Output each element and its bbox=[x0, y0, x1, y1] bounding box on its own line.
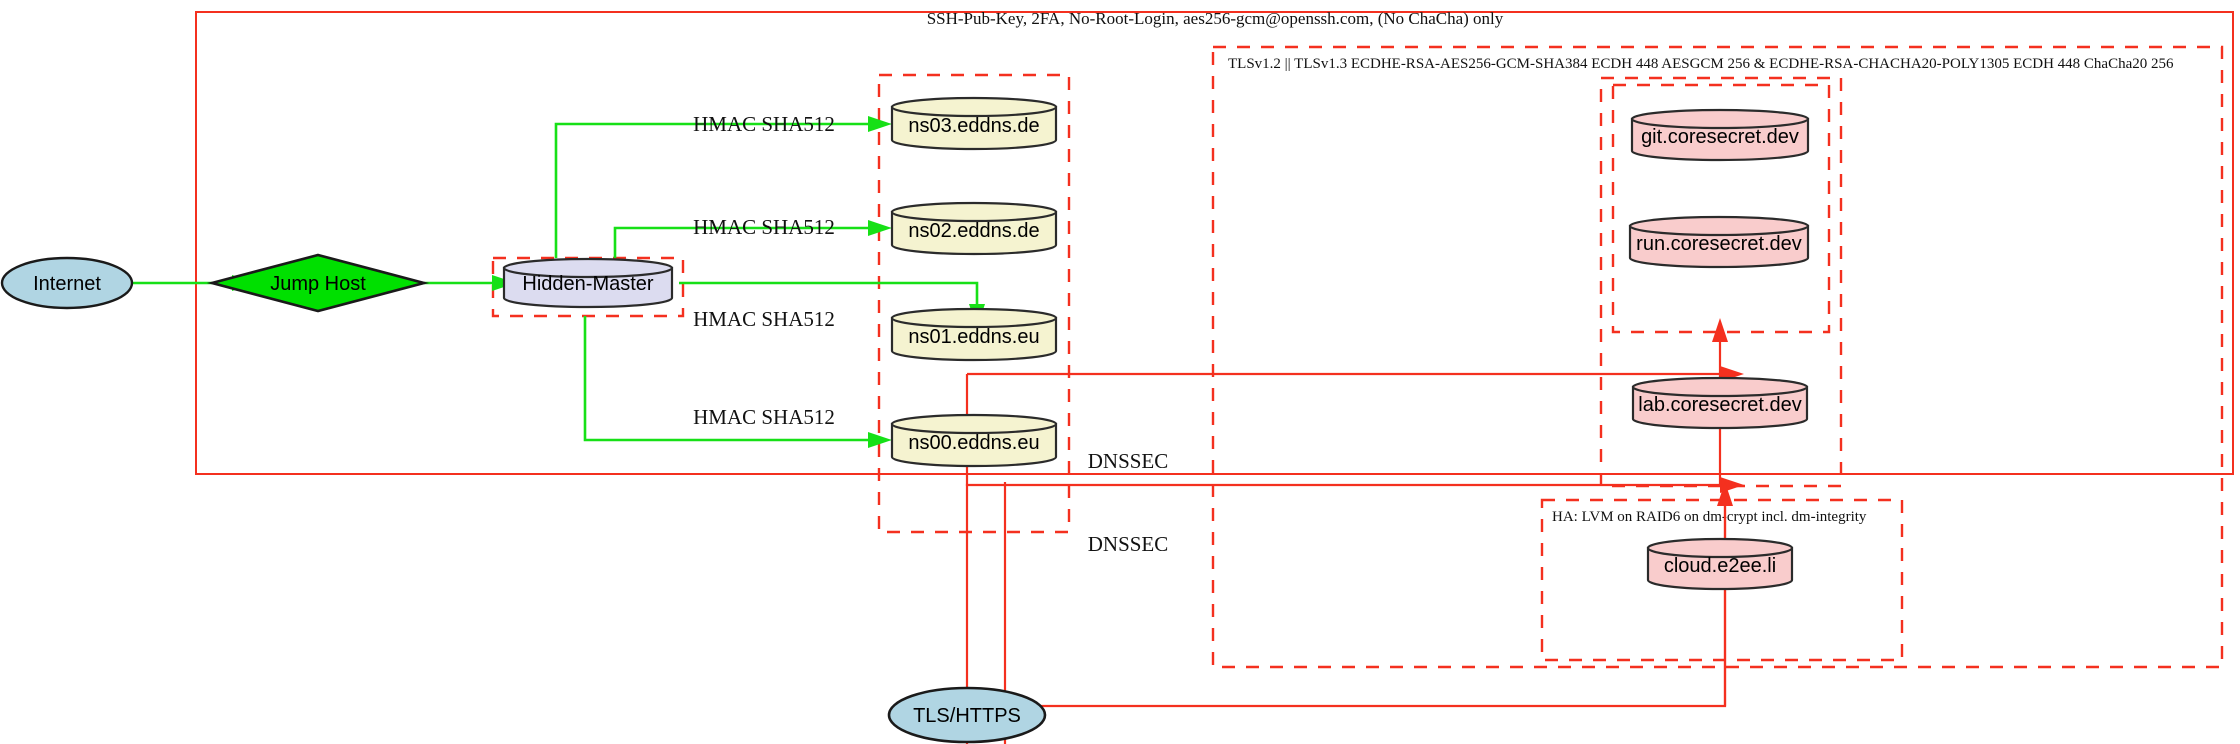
lab-label: lab.coresecret.dev bbox=[1638, 394, 1801, 416]
nameserver-boundary-box bbox=[877, 73, 1071, 534]
edge-master-ns02 bbox=[613, 226, 868, 258]
node-lab-coresecret[interactable]: lab.coresecret.dev bbox=[1631, 376, 1809, 430]
ns03-cylinder-top bbox=[890, 96, 1058, 118]
lab-cylinder-top bbox=[1631, 376, 1809, 398]
node-jumphost[interactable]: Jump Host bbox=[206, 253, 430, 313]
edge-master-ns03 bbox=[554, 122, 868, 258]
git-cylinder-top bbox=[1630, 108, 1810, 130]
ns03-cylinder-body bbox=[890, 105, 1058, 151]
coresecret-inner-boundary-box bbox=[1611, 83, 1831, 334]
internet-label: Internet bbox=[33, 273, 101, 295]
edge-label-dnssec-upper: DNSSEC bbox=[1088, 449, 1169, 473]
node-cloud-e2ee[interactable]: cloud.e2ee.li bbox=[1646, 537, 1794, 591]
ns01-cylinder-body bbox=[890, 316, 1058, 362]
jumphost-label: Jump Host bbox=[270, 273, 366, 295]
ns02-cylinder-top bbox=[890, 201, 1058, 223]
hidden-master-cylinder-top bbox=[502, 257, 674, 279]
arrowhead-into-ha bbox=[1717, 482, 1733, 506]
node-internet[interactable]: Internet bbox=[0, 256, 134, 310]
edge-label-hmac-ns00: HMAC SHA512 bbox=[693, 405, 835, 429]
ssh-boundary-box bbox=[195, 11, 2234, 475]
node-ns00[interactable]: ns00.eddns.eu bbox=[890, 413, 1058, 468]
run-cylinder-body bbox=[1628, 224, 1810, 269]
git-cylinder-body bbox=[1630, 117, 1810, 162]
internet-ellipse bbox=[0, 256, 134, 310]
node-ns03[interactable]: ns03.eddns.de bbox=[890, 96, 1058, 151]
ns01-label: ns01.eddns.eu bbox=[908, 326, 1039, 348]
ssh-boundary-label: SSH-Pub-Key, 2FA, No-Root-Login, aes256-… bbox=[927, 9, 1504, 28]
node-tls-https[interactable]: TLS/HTTPS bbox=[887, 686, 1047, 744]
edge-label-hmac-ns01: HMAC SHA512 bbox=[693, 307, 835, 331]
run-label: run.coresecret.dev bbox=[1636, 233, 1802, 255]
node-git-coresecret[interactable]: git.coresecret.dev bbox=[1630, 108, 1810, 162]
edge-label-hmac-ns02: HMAC SHA512 bbox=[693, 215, 835, 239]
arrowhead-master-ns02 bbox=[868, 220, 892, 236]
hidden-master-label: Hidden-Master bbox=[522, 273, 654, 295]
arrowhead-master-ns00 bbox=[868, 432, 892, 448]
ns00-cylinder-body bbox=[890, 422, 1058, 468]
node-hidden-master[interactable]: Hidden-Master bbox=[502, 257, 674, 309]
node-ns02[interactable]: ns02.eddns.de bbox=[890, 201, 1058, 256]
ns01-cylinder-top bbox=[890, 307, 1058, 329]
tlshttps-label: TLS/HTTPS bbox=[913, 705, 1021, 727]
tls-boundary-box bbox=[1211, 45, 2224, 669]
edge-label-hmac-ns03: HMAC SHA512 bbox=[693, 112, 835, 136]
ns02-label: ns02.eddns.de bbox=[908, 220, 1039, 242]
arrowhead-master-ns03 bbox=[868, 116, 892, 132]
cloud-cylinder-body bbox=[1646, 546, 1794, 591]
git-label: git.coresecret.dev bbox=[1641, 126, 1799, 148]
ns02-cylinder-body bbox=[890, 210, 1058, 256]
cloud-cylinder-top bbox=[1646, 537, 1794, 559]
arrowhead-into-coresecret bbox=[1712, 318, 1728, 342]
cloud-label: cloud.e2ee.li bbox=[1664, 555, 1776, 577]
edge-master-ns00 bbox=[583, 316, 868, 442]
node-run-coresecret[interactable]: run.coresecret.dev bbox=[1628, 215, 1810, 269]
ns03-label: ns03.eddns.de bbox=[908, 115, 1039, 137]
tlshttps-ellipse bbox=[887, 686, 1047, 744]
jumphost-diamond bbox=[206, 253, 430, 313]
tls-boundary-label: TLSv1.2 || TLSv1.3 ECDHE-RSA-AES256-GCM-… bbox=[1228, 56, 2174, 72]
ha-boundary-label: HA: LVM on RAID6 on dm-crypt incl. dm-in… bbox=[1552, 509, 1867, 525]
hidden-master-cylinder-body bbox=[502, 266, 674, 309]
edge-label-dnssec-lower: DNSSEC bbox=[1088, 532, 1169, 556]
ns00-cylinder-top bbox=[890, 413, 1058, 435]
lab-cylinder-body bbox=[1631, 385, 1809, 430]
ns00-label: ns00.eddns.eu bbox=[908, 432, 1039, 454]
node-ns01[interactable]: ns01.eddns.eu bbox=[890, 307, 1058, 362]
edge-master-ns01 bbox=[679, 281, 979, 304]
run-cylinder-top bbox=[1628, 215, 1810, 237]
